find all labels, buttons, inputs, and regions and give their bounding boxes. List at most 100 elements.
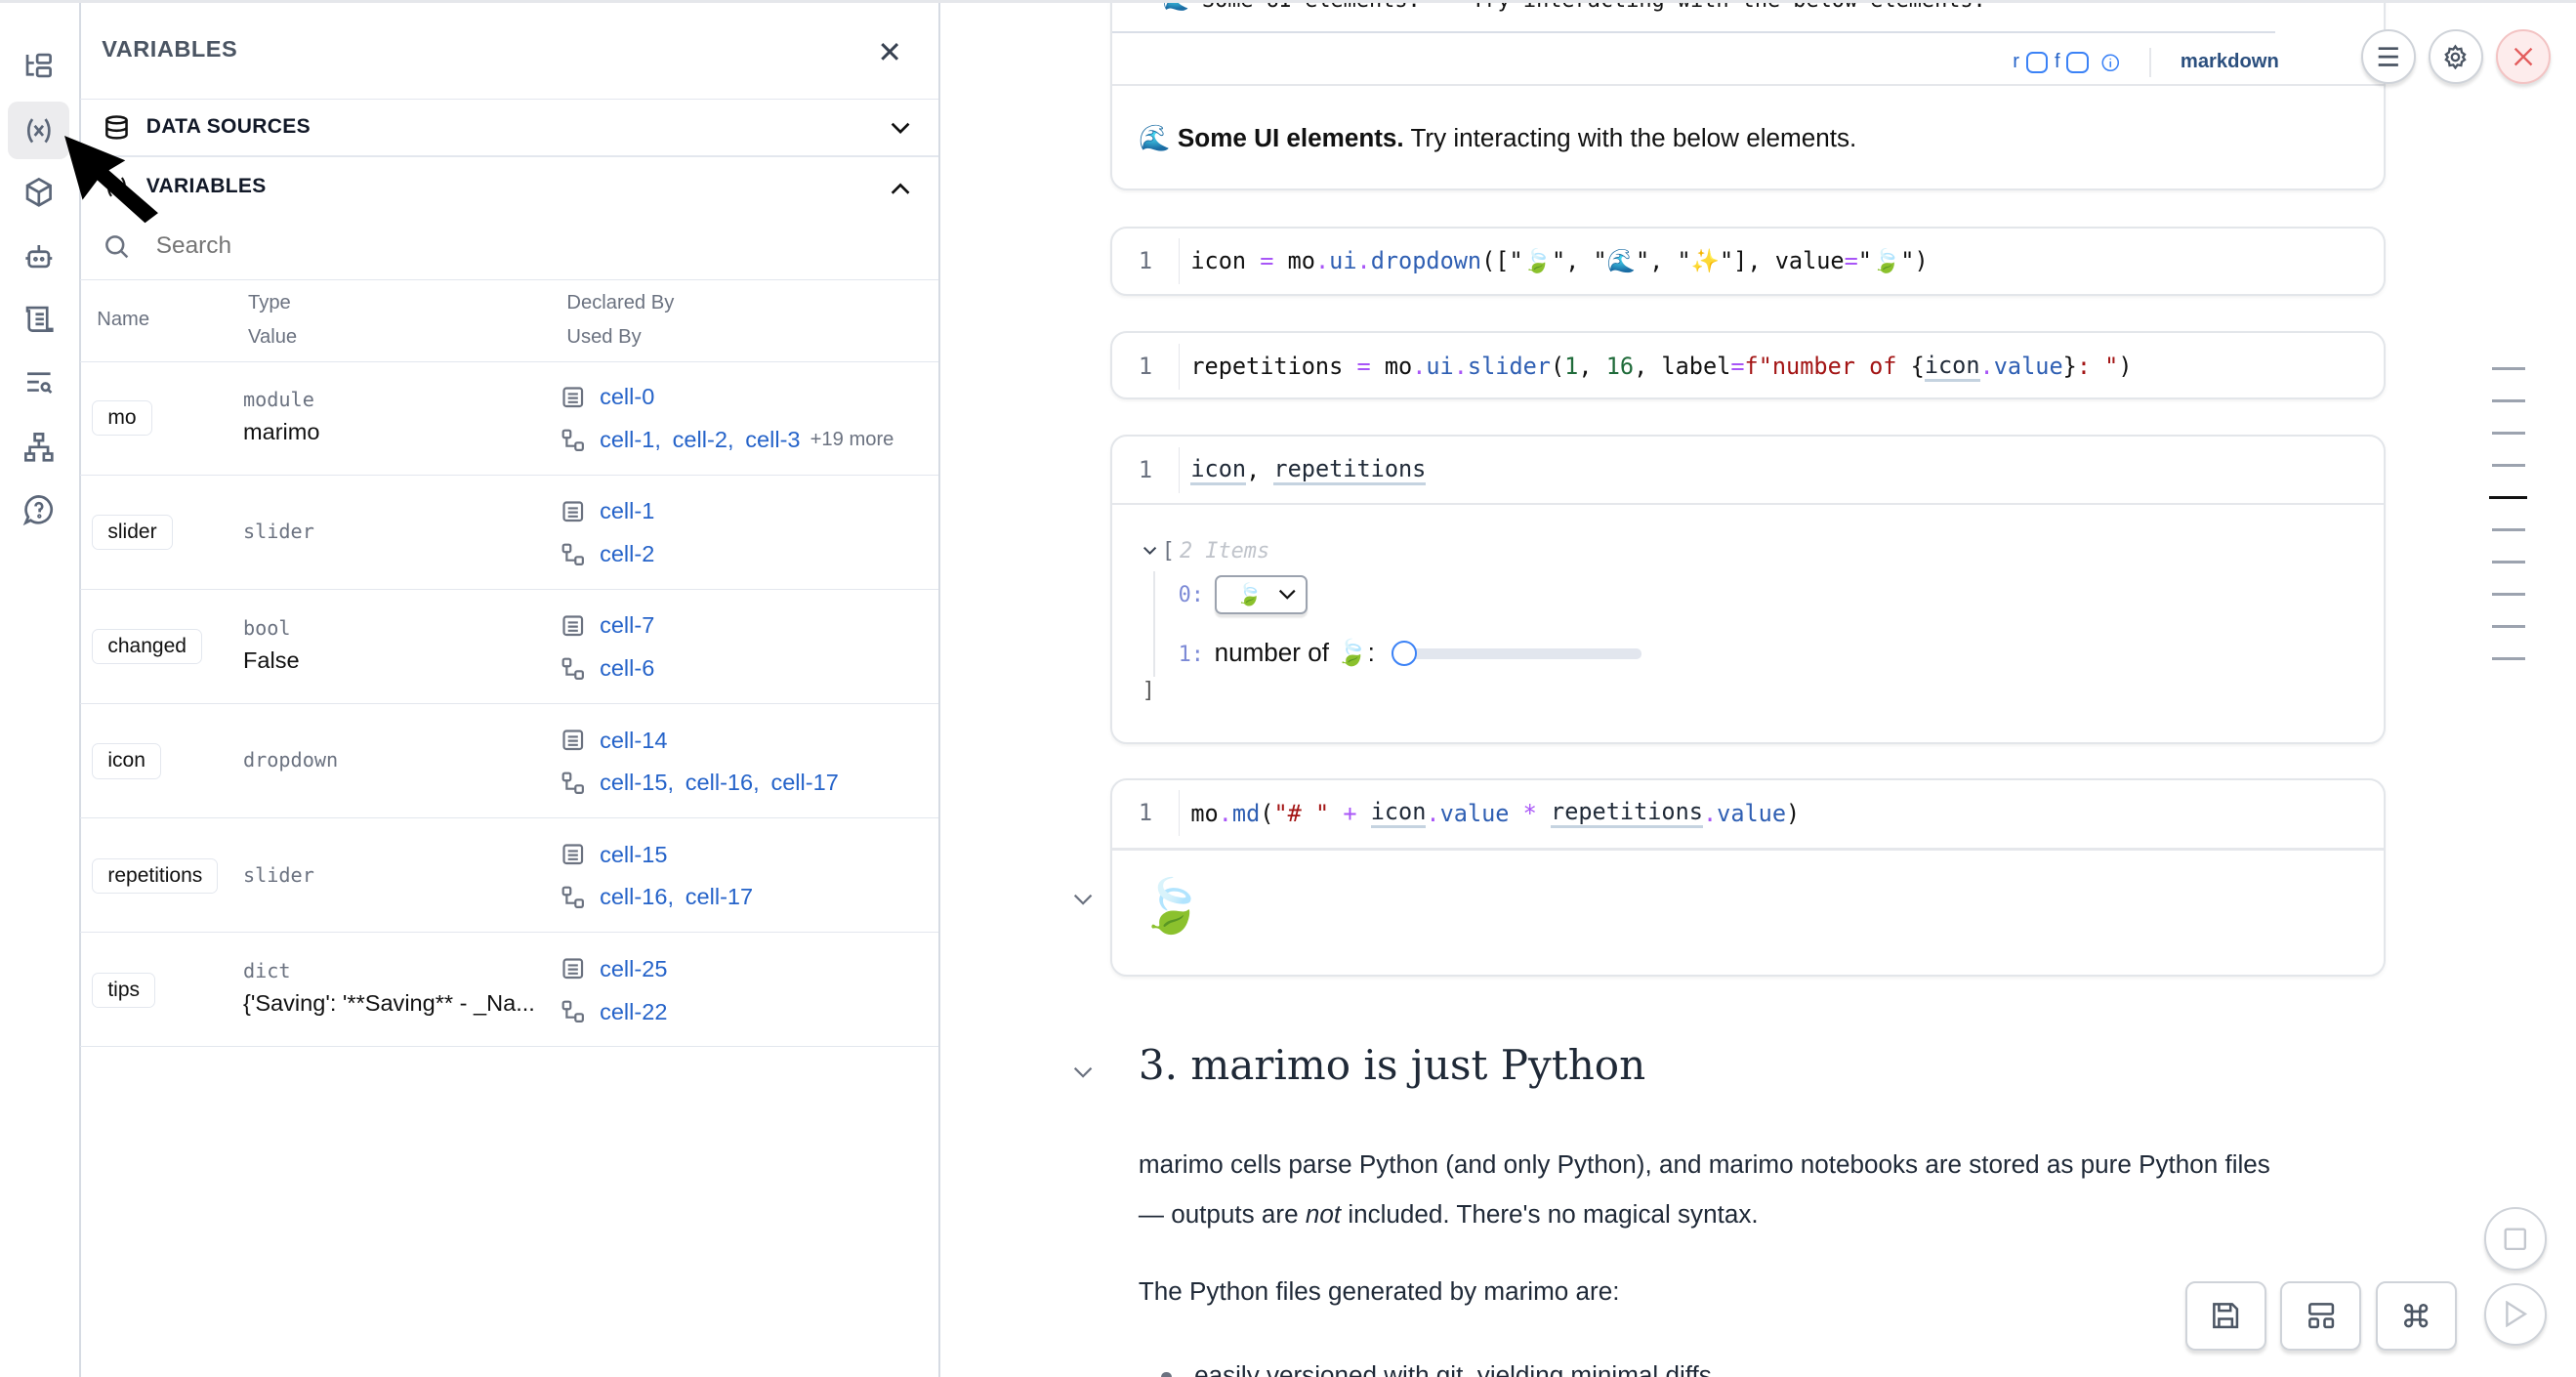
- settings-button[interactable]: [2428, 28, 2483, 85]
- help-chat-icon[interactable]: [8, 481, 68, 539]
- bullet-dot: [1161, 1371, 1172, 1377]
- minimap-cell-marker[interactable]: [2488, 496, 2527, 499]
- menu-button[interactable]: [2360, 28, 2416, 85]
- icon-dropdown[interactable]: 🍃: [1214, 574, 1309, 615]
- layout-icon: [2307, 1303, 2334, 1329]
- cell-link[interactable]: cell-0: [600, 384, 655, 410]
- cell-link[interactable]: cell-3: [745, 427, 801, 453]
- minimap-cell-marker[interactable]: [2492, 432, 2525, 435]
- variables-search[interactable]: [80, 222, 937, 271]
- cell-link[interactable]: cell-2: [600, 541, 655, 567]
- variable-name-badge[interactable]: mo: [92, 400, 152, 437]
- cell-link[interactable]: cell-2: [672, 427, 727, 453]
- close-panel-button[interactable]: ✕: [877, 36, 902, 69]
- ai-bot-icon[interactable]: [8, 228, 68, 285]
- cell-link[interactable]: cell-22: [600, 998, 668, 1024]
- minimap-cell-marker[interactable]: [2492, 464, 2525, 467]
- command-palette-button[interactable]: [2375, 1280, 2457, 1352]
- tuple-output-header[interactable]: [ 2 Items: [1143, 539, 1269, 563]
- variables-section-label: VARIABLES: [145, 175, 267, 198]
- close-icon: [2514, 47, 2532, 66]
- data-sources-section-toggle[interactable]: DATA SOURCES: [80, 99, 937, 156]
- package-icon[interactable]: [8, 164, 68, 222]
- minimap-cell-marker[interactable]: [2492, 593, 2525, 596]
- variable-type: dropdown: [242, 748, 339, 772]
- cell-link[interactable]: cell-14: [600, 727, 668, 753]
- variable-name-badge[interactable]: tips: [92, 972, 156, 1008]
- more-cells-link[interactable]: +19 more: [810, 429, 894, 451]
- column-header-type[interactable]: Type: [248, 292, 291, 314]
- notebook-cell-markdown[interactable]: """🌊 Some UI elements.""" Try interactin…: [1110, 0, 2387, 191]
- minimap-cell-marker[interactable]: [2492, 561, 2525, 563]
- collapse-chevron-icon[interactable]: [1073, 890, 1093, 912]
- fstring-toggle[interactable]: [2066, 51, 2089, 74]
- run-button[interactable]: [2483, 1282, 2548, 1347]
- minimap-cell-marker[interactable]: [2492, 657, 2525, 660]
- dependency-graph-icon[interactable]: [8, 419, 68, 477]
- variable-name-badge[interactable]: repetitions: [92, 857, 219, 894]
- minimap-cell-marker[interactable]: [2492, 625, 2525, 628]
- repetitions-slider-track[interactable]: [1392, 648, 1642, 659]
- cell-code-line[interactable]: """🌊 Some UI elements.""" Try interactin…: [1124, 0, 1986, 14]
- language-select[interactable]: markdown: [2180, 51, 2279, 73]
- stop-button[interactable]: [2483, 1207, 2548, 1271]
- cell-link[interactable]: cell-7: [600, 612, 655, 639]
- code-token: repetitions: [1551, 798, 1703, 829]
- column-header-declared-by: Declared By: [566, 292, 675, 314]
- section-heading: 3. marimo is just Python: [1138, 1041, 1646, 1090]
- code-token: .: [1218, 799, 1232, 827]
- column-header-used-by: Used By: [566, 326, 642, 349]
- close-notebook-button[interactable]: [2495, 28, 2551, 85]
- info-icon[interactable]: [2101, 54, 2120, 72]
- cell-link[interactable]: cell-1: [600, 427, 655, 453]
- cell-link[interactable]: cell-16: [600, 884, 668, 910]
- column-header-name[interactable]: Name: [97, 308, 150, 330]
- cell-link[interactable]: cell-15: [600, 841, 668, 867]
- layout-button[interactable]: [2280, 1280, 2362, 1352]
- minimap-cell-marker[interactable]: [2492, 528, 2525, 531]
- file-tree-icon[interactable]: [8, 37, 68, 95]
- cell-declared-icon: [561, 729, 585, 752]
- variable-icon[interactable]: [8, 101, 69, 159]
- code-token: icon: [1190, 247, 1247, 275]
- cell-link[interactable]: cell-25: [600, 955, 668, 981]
- code-token: +: [1329, 799, 1371, 827]
- variable-name-badge[interactable]: slider: [92, 515, 173, 551]
- cell-used-icon: [561, 772, 585, 795]
- search-list-icon[interactable]: [8, 355, 68, 412]
- variable-name-badge[interactable]: icon: [92, 743, 162, 779]
- bullet-text: easily versioned with git, yielding mini…: [1194, 1359, 1712, 1377]
- search-input[interactable]: [152, 230, 817, 262]
- cell-link[interactable]: cell-15: [600, 770, 668, 796]
- minimap-cell-marker[interactable]: [2492, 367, 2525, 370]
- cell-link[interactable]: cell-1: [600, 498, 655, 524]
- variable-name-badge[interactable]: changed: [92, 629, 203, 665]
- cell-link[interactable]: cell-16: [685, 770, 754, 796]
- variables-section-toggle[interactable]: VARIABLES: [80, 159, 937, 215]
- cell-link[interactable]: cell-6: [600, 655, 655, 682]
- repetitions-slider-thumb[interactable]: [1392, 641, 1418, 666]
- minimap-cell-marker[interactable]: [2492, 399, 2525, 402]
- cell-link[interactable]: cell-17: [685, 884, 754, 910]
- cell-link[interactable]: cell-17: [770, 770, 839, 796]
- code-token: .: [1453, 353, 1468, 381]
- collapse-chevron-icon[interactable]: [1073, 1063, 1093, 1085]
- scroll-log-icon[interactable]: [8, 290, 68, 348]
- save-button[interactable]: [2184, 1280, 2266, 1352]
- raw-toggle[interactable]: [2025, 51, 2049, 74]
- cell-toolbar: r f markdown: [2013, 47, 2279, 78]
